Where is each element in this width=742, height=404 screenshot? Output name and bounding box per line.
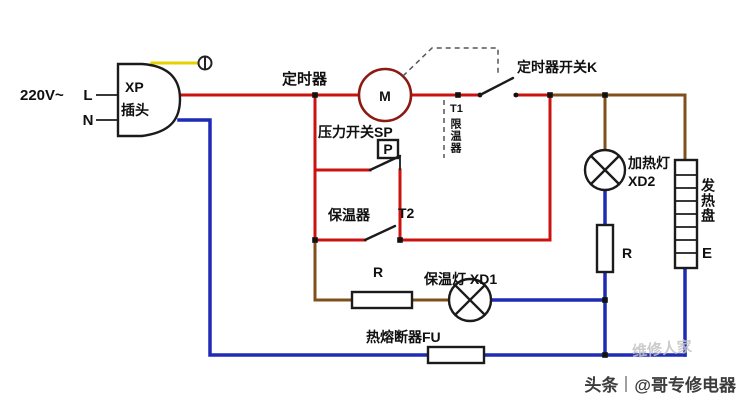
plug-label-name: 插头	[121, 102, 149, 118]
motor-label: M	[379, 88, 391, 104]
fuse-label: 热熔断器FU	[366, 329, 441, 345]
watermark-brand-name: 头条	[584, 376, 619, 395]
pressure-switch-label: 压力开关SP	[318, 124, 393, 140]
t2-label: T2	[398, 205, 415, 221]
supply-label: 220V~	[20, 87, 64, 104]
heat-lamp-label-2: XD2	[628, 173, 655, 189]
timer-label: 定时器	[282, 70, 328, 88]
heat-lamp-xd2	[583, 148, 627, 192]
keep-warm-label: 保温器	[327, 207, 371, 223]
warm-lamp-label: 保温灯 XD1	[423, 271, 497, 287]
resistor-left	[350, 290, 414, 310]
thermal-fuse	[426, 345, 486, 365]
limiter-code-label: T1	[450, 103, 463, 115]
timer-linkage-dashed	[402, 47, 499, 77]
resistor-left-label: R	[373, 264, 383, 280]
resistor-right-label: R	[622, 245, 632, 261]
terminal-l-label: L	[83, 87, 92, 104]
terminal-n-label: N	[83, 112, 94, 129]
heater-plate-code: E	[702, 245, 712, 262]
timer-motor	[357, 67, 413, 123]
watermark-brand: 头条 @哥专修电器	[584, 371, 736, 396]
keep-warm-switch-t2	[363, 224, 397, 242]
warm-lamp-xd1	[447, 277, 493, 323]
heat-lamp-label-1: 加热灯	[627, 155, 670, 171]
pressure-box-label: P	[383, 141, 392, 157]
brown-wire	[313, 93, 687, 302]
plug-label-xp: XP	[125, 79, 144, 95]
live-wire	[177, 93, 552, 242]
plug-body	[116, 62, 182, 138]
timer-switch-k	[477, 76, 519, 98]
heater-plate	[673, 158, 699, 270]
watermark-divider	[625, 375, 628, 392]
limiter-name-label: 限温器	[449, 117, 463, 154]
heater-plate-label: 发热盘	[700, 177, 716, 223]
watermark-account: @哥专修电器	[634, 376, 736, 395]
timer-switch-label: 定时器开关K	[517, 59, 597, 75]
resistor-right	[595, 223, 615, 274]
ground-pin-icon	[197, 55, 213, 71]
pressure-switch-sp	[368, 138, 402, 172]
junction-dots	[312, 92, 608, 358]
